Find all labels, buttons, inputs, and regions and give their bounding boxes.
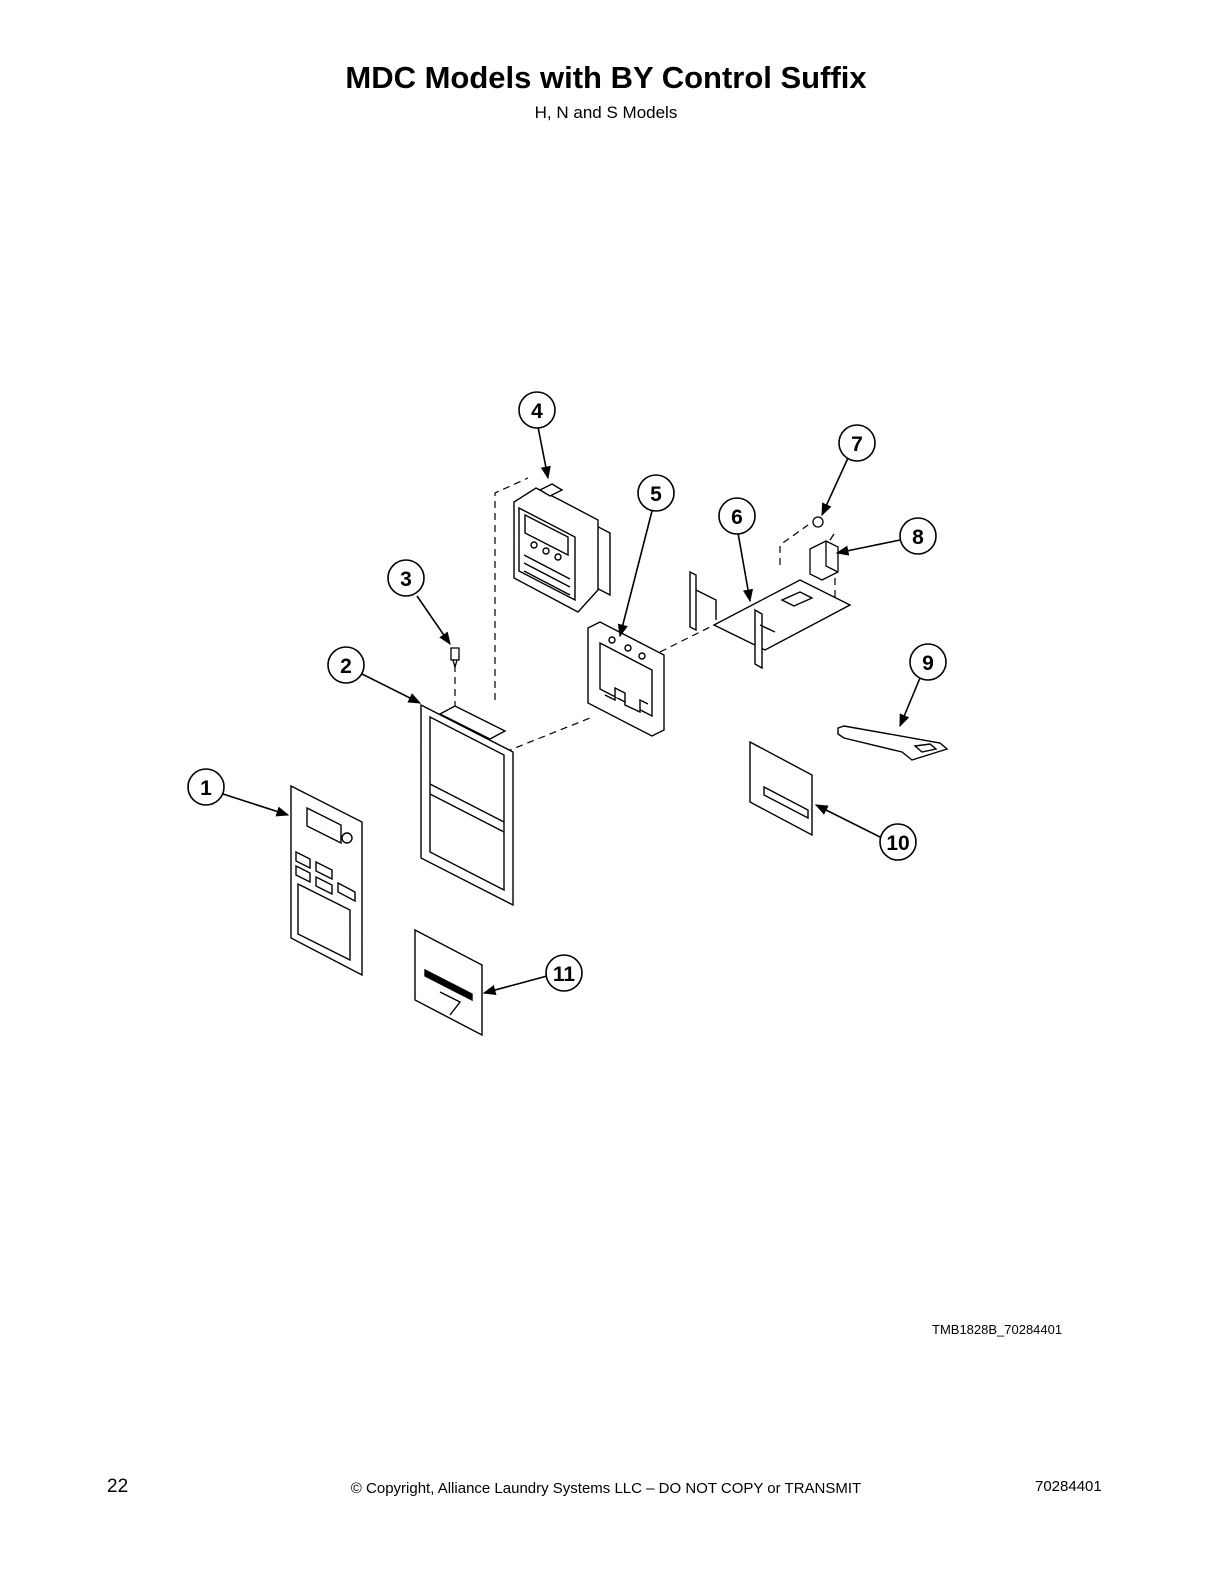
figure-code: TMB1828B_70284401 [932, 1322, 1063, 1337]
svg-text:4: 4 [531, 400, 543, 423]
callout-leaders [222, 426, 921, 995]
svg-text:8: 8 [912, 526, 924, 549]
part-mounting-plate [587, 621, 665, 737]
svg-text:9: 9 [922, 652, 934, 675]
callout-8: 8 [899, 517, 937, 555]
callout-9: 9 [909, 643, 947, 681]
part-control-frame [420, 703, 514, 907]
part-reader-label [414, 928, 483, 1037]
svg-text:7: 7 [851, 433, 863, 456]
part-screw [450, 647, 460, 670]
part-slotted-plate [749, 740, 813, 837]
part-nut [812, 516, 824, 528]
svg-text:11: 11 [553, 963, 576, 986]
page-title: MDC Models with BY Control Suffix [345, 60, 867, 95]
part-control-overlay [290, 784, 363, 977]
svg-text:3: 3 [400, 568, 412, 591]
callout-7: 7 [838, 424, 876, 462]
callout-6: 6 [718, 497, 756, 535]
part-bracket [689, 570, 852, 670]
assembly-guide-lines [454, 477, 836, 753]
callout-5: 5 [637, 474, 675, 512]
callout-11: 11 [545, 954, 583, 992]
callout-10: 10 [879, 823, 917, 861]
svg-text:1: 1 [200, 777, 212, 800]
callout-2: 2 [327, 646, 365, 684]
svg-text:10: 10 [886, 832, 909, 855]
part-switch [809, 533, 839, 581]
svg-text:5: 5 [650, 483, 662, 506]
svg-text:6: 6 [731, 506, 743, 529]
document-number: 70284401 [1035, 1478, 1102, 1495]
part-arm-bracket [837, 725, 949, 761]
svg-text:2: 2 [340, 655, 352, 678]
callout-4: 4 [518, 391, 556, 429]
page-subtitle: H, N and S Models [534, 103, 678, 122]
callout-1: 1 [187, 768, 225, 806]
callout-3: 3 [387, 559, 425, 597]
page-number: 22 [107, 1476, 129, 1497]
part-electronic-control [513, 483, 611, 613]
copyright-notice: © Copyright, Alliance Laundry Systems LL… [350, 1480, 862, 1497]
